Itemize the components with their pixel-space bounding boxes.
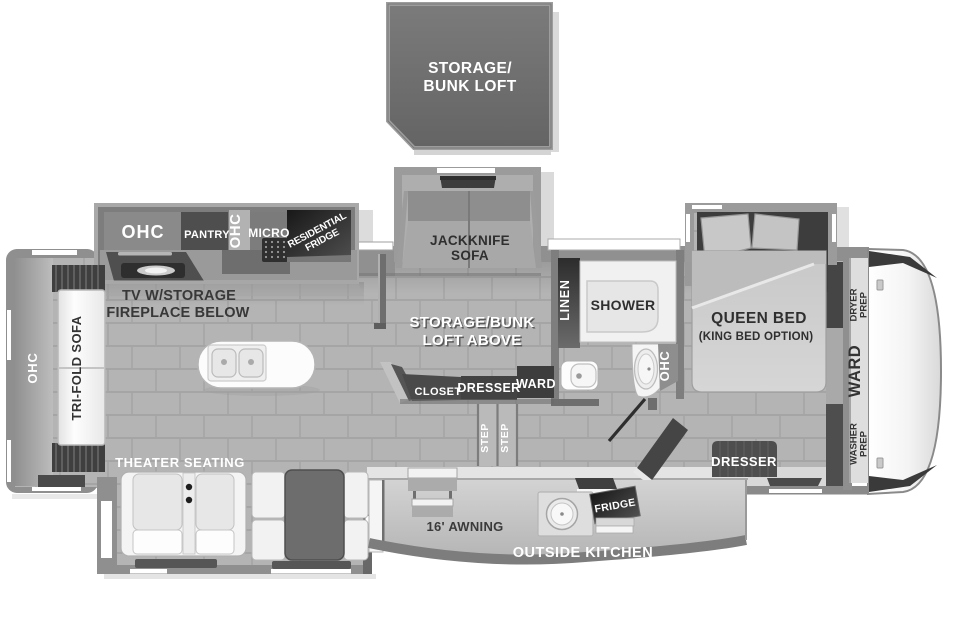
svg-text:SHOWER: SHOWER <box>591 297 656 313</box>
svg-text:WARD: WARD <box>846 345 864 397</box>
svg-text:PANTRY: PANTRY <box>184 229 230 241</box>
svg-text:PREP: PREP <box>859 430 870 457</box>
svg-text:OHC: OHC <box>25 352 40 383</box>
svg-text:SOFA: SOFA <box>451 248 489 263</box>
svg-text:MICRO: MICRO <box>248 226 290 240</box>
svg-text:QUEEN BED: QUEEN BED <box>711 310 807 327</box>
svg-text:JACKKNIFE: JACKKNIFE <box>430 233 510 248</box>
svg-text:STORAGE/BUNK: STORAGE/BUNK <box>411 316 536 333</box>
svg-text:(KING BED OPTION): (KING BED OPTION) <box>699 331 814 343</box>
svg-text:DRESSER: DRESSER <box>711 454 777 469</box>
svg-text:STEP: STEP <box>499 423 511 452</box>
svg-text:BUNK LOFT: BUNK LOFT <box>423 78 516 95</box>
svg-text:FIREPLACE BELOW: FIREPLACE BELOW <box>106 305 249 321</box>
svg-text:OHC: OHC <box>122 222 165 242</box>
svg-text:DRESSER: DRESSER <box>457 381 520 395</box>
svg-text:OHC: OHC <box>227 214 244 249</box>
svg-text:OHC: OHC <box>657 351 672 382</box>
svg-text:CLOSET: CLOSET <box>414 386 461 398</box>
svg-text:TV W/STORAGE: TV W/STORAGE <box>122 288 236 304</box>
svg-text:LOFT ABOVE: LOFT ABOVE <box>422 332 521 349</box>
svg-text:PREP: PREP <box>859 291 870 318</box>
svg-text:DRYER: DRYER <box>849 288 860 321</box>
svg-text:STEP: STEP <box>479 423 491 452</box>
svg-text:STORAGE/: STORAGE/ <box>428 60 512 77</box>
svg-text:TRI-FOLD SOFA: TRI-FOLD SOFA <box>69 315 84 420</box>
svg-text:OUTSIDE KITCHEN: OUTSIDE KITCHEN <box>513 545 653 561</box>
svg-text:LOFT ABOVE: LOFT ABOVE <box>424 334 523 351</box>
svg-text:WARD: WARD <box>516 377 556 391</box>
svg-text:LINEN: LINEN <box>558 279 572 321</box>
svg-text:WASHER: WASHER <box>849 423 860 465</box>
svg-text:STORAGE/BUNK: STORAGE/BUNK <box>410 314 535 331</box>
svg-text:THEATER SEATING: THEATER SEATING <box>115 455 245 470</box>
svg-text:16' AWNING: 16' AWNING <box>426 519 503 534</box>
